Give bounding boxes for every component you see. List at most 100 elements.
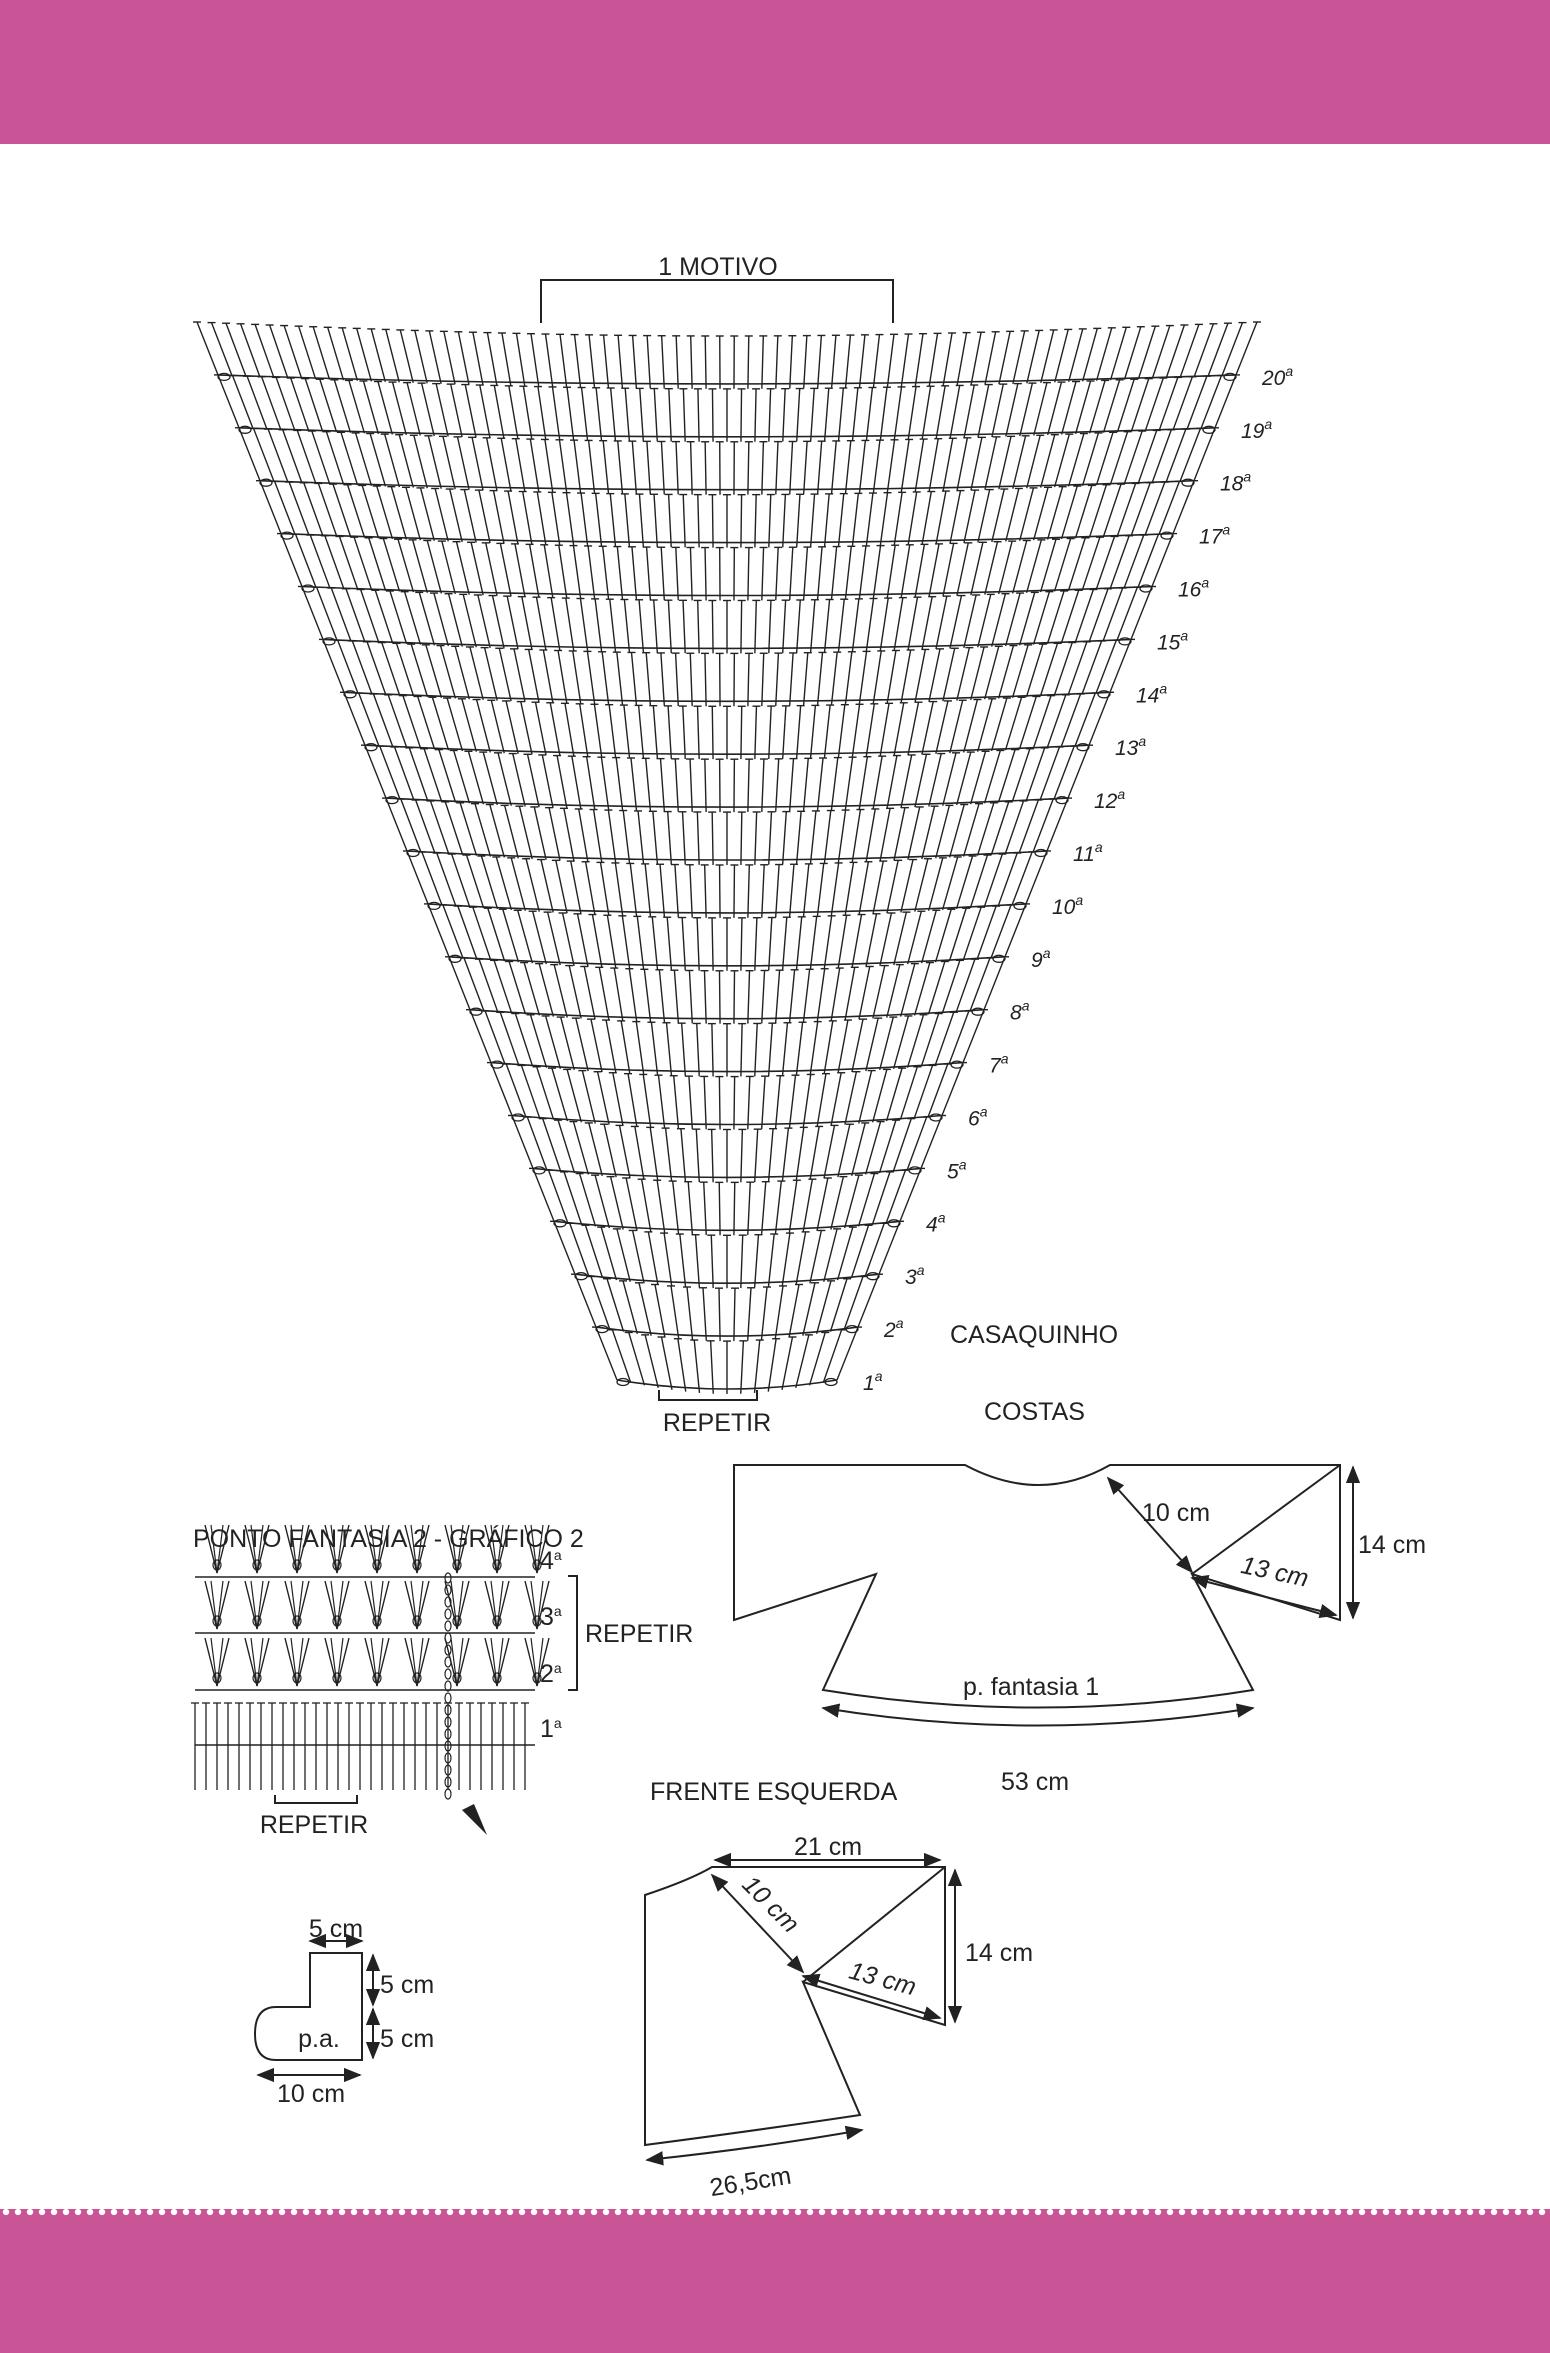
stitch-post bbox=[533, 806, 547, 860]
stitch-post bbox=[879, 808, 891, 862]
stitch-post bbox=[1011, 748, 1031, 802]
stitch-post bbox=[857, 1273, 880, 1328]
stitch-post bbox=[359, 589, 380, 643]
stitch-post bbox=[566, 1069, 583, 1123]
stitch-post bbox=[844, 967, 856, 1021]
stitch-post bbox=[529, 438, 540, 493]
costas-title: COSTAS bbox=[984, 1398, 1085, 1426]
costas-neck-label: 10 cm bbox=[1142, 1499, 1210, 1527]
stitch-post bbox=[525, 858, 540, 912]
stitch-post bbox=[970, 437, 983, 491]
stitch-post bbox=[414, 799, 436, 854]
stitch-post bbox=[441, 540, 456, 595]
chain-oval bbox=[1013, 901, 1027, 911]
stitch-post bbox=[782, 494, 787, 548]
stitch-post bbox=[823, 599, 831, 653]
chart2-v-stitch bbox=[204, 1580, 230, 1630]
frente-sleeve-dimension bbox=[801, 1973, 942, 2021]
stitch-post bbox=[470, 542, 484, 596]
stitch-post bbox=[638, 599, 645, 653]
chart2-v-stitch-inner bbox=[290, 1580, 304, 1630]
chart2-loop bbox=[332, 1672, 342, 1684]
stitch-post bbox=[781, 917, 788, 971]
stitch-post bbox=[746, 1287, 752, 1341]
stitch-post bbox=[319, 379, 338, 433]
stitch-post bbox=[1067, 433, 1085, 487]
stitch-post bbox=[638, 494, 645, 548]
chart2-chain-column bbox=[444, 1572, 452, 1584]
stitch-post bbox=[544, 439, 554, 493]
stitch-post bbox=[1067, 537, 1086, 591]
stitch-post bbox=[565, 597, 575, 652]
stitch-post bbox=[1053, 745, 1075, 800]
stitch-post bbox=[1102, 379, 1121, 433]
stitch-post bbox=[657, 1075, 666, 1129]
stitch-post bbox=[976, 802, 995, 856]
stitch-post bbox=[374, 590, 394, 644]
chart2-chain-column bbox=[444, 1632, 452, 1644]
stitch-post bbox=[809, 1126, 820, 1180]
stitch-post bbox=[457, 331, 470, 385]
stitch-post bbox=[624, 493, 631, 547]
stitch-post bbox=[851, 1122, 866, 1177]
stitch-post bbox=[529, 1014, 548, 1068]
stitch-post bbox=[774, 864, 780, 918]
stitch-post bbox=[977, 489, 991, 543]
chain-oval bbox=[1076, 743, 1090, 752]
stitch-post bbox=[598, 967, 610, 1021]
stitch-post bbox=[740, 917, 743, 971]
chart2-v-stitch-inner bbox=[530, 1580, 544, 1630]
chart2-loop bbox=[412, 1615, 422, 1627]
stitch-post bbox=[1060, 693, 1082, 748]
stitch-post bbox=[1109, 535, 1130, 589]
stitch-post bbox=[907, 702, 920, 756]
stitch-post bbox=[515, 438, 526, 492]
stitch-post bbox=[696, 1023, 700, 1077]
stitch-post bbox=[802, 863, 810, 917]
chart2-v-stitch-inner bbox=[410, 1580, 424, 1630]
stitch-post bbox=[283, 325, 303, 379]
stitch-post bbox=[583, 966, 596, 1020]
stitch-post bbox=[631, 546, 638, 600]
stitch-post bbox=[970, 646, 985, 701]
stitch-post bbox=[449, 488, 463, 543]
stitch-post bbox=[322, 639, 345, 693]
stitch-post bbox=[667, 600, 672, 654]
stitch-post bbox=[431, 697, 450, 751]
chart2-loop bbox=[532, 1559, 542, 1571]
stitch-post bbox=[747, 335, 750, 389]
stitch-post bbox=[556, 755, 568, 809]
stitch-post bbox=[573, 440, 582, 494]
stitch-post bbox=[816, 652, 824, 706]
chain-oval bbox=[971, 1007, 985, 1016]
stitch-post bbox=[865, 913, 878, 967]
stitch-post bbox=[553, 964, 568, 1018]
stitch-post bbox=[459, 802, 478, 856]
stitch-post bbox=[956, 647, 971, 701]
chain-oval bbox=[1160, 531, 1174, 540]
chain-oval bbox=[427, 901, 441, 911]
stitch-post bbox=[788, 652, 794, 706]
stitch-post bbox=[802, 1282, 816, 1336]
stitch-post bbox=[788, 1284, 800, 1338]
stitch-post bbox=[775, 547, 779, 601]
stitch-post bbox=[781, 1022, 789, 1076]
stitch-post bbox=[260, 376, 282, 430]
stitch-post bbox=[1039, 746, 1061, 801]
costas-sleeve-dimension bbox=[1190, 1575, 1338, 1618]
repetir-label-1: REPETIR bbox=[663, 1409, 771, 1437]
stitch-post bbox=[886, 545, 896, 599]
stitch-post bbox=[282, 429, 303, 483]
stitch-post bbox=[788, 969, 796, 1023]
chain-oval bbox=[845, 1324, 859, 1334]
stitch-post bbox=[635, 1021, 645, 1075]
stitch-post bbox=[523, 962, 541, 1016]
stitch-post bbox=[872, 545, 882, 599]
stitch-post bbox=[1088, 484, 1108, 538]
stitch-post bbox=[802, 546, 809, 600]
pa-bottom-label: 10 cm bbox=[277, 2080, 345, 2108]
stitch-post bbox=[850, 1225, 870, 1279]
row-label: 4a bbox=[926, 1209, 946, 1236]
stitch-post bbox=[309, 534, 331, 589]
stitch-post bbox=[674, 864, 680, 918]
